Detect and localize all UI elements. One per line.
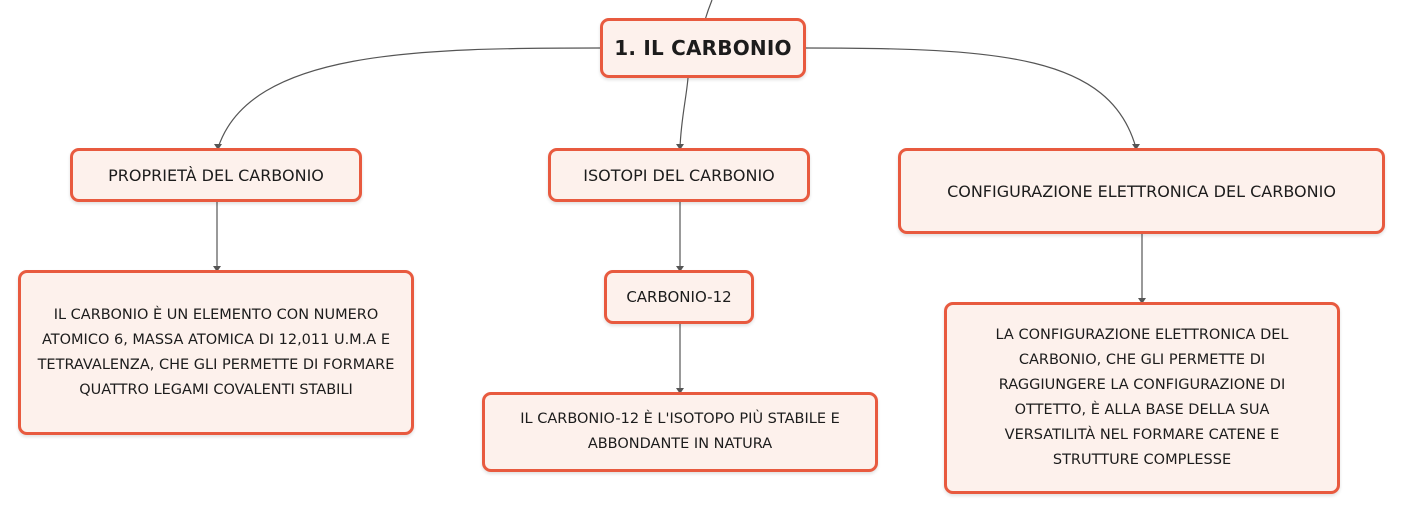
root-topic-node[interactable]: 1. IL CARBONIO [600,18,806,78]
connector-root-to-isotopi [679,77,689,149]
detail-carbonio-12-node[interactable]: IL CARBONIO-12 È L'ISOTOPO PIÙ STABILE E… [482,392,878,472]
branch-configurazione-node[interactable]: CONFIGURAZIONE ELETTRONICA DEL CARBONIO [898,148,1385,234]
branch-proprieta-node[interactable]: PROPRIETÀ DEL CARBONIO [70,148,362,202]
detail-configurazione-text: LA CONFIGURAZIONE ELETTRONICA DEL CARBON… [995,327,1289,468]
subtopic-carbonio-12-node[interactable]: CARBONIO-12 [604,270,754,324]
detail-proprieta-text: IL CARBONIO È UN ELEMENTO CON NUMERO ATO… [37,306,395,398]
detail-carbonio-12-text: IL CARBONIO-12 È L'ISOTOPO PIÙ STABILE E… [520,411,840,452]
detail-proprieta-node[interactable]: IL CARBONIO È UN ELEMENTO CON NUMERO ATO… [18,270,414,435]
branch-isotopi-label: ISOTOPI DEL CARBONIO [583,165,775,185]
detail-configurazione-node[interactable]: LA CONFIGURAZIONE ELETTRONICA DEL CARBON… [944,302,1340,494]
connector-root-to-configurazione [805,47,1137,149]
arrowhead [676,144,684,150]
branch-isotopi-node[interactable]: ISOTOPI DEL CARBONIO [548,148,810,202]
arrowhead [213,266,221,272]
connector-root-to-proprieta [217,47,601,149]
arrowhead [676,266,684,272]
subtopic-carbonio-12-label: CARBONIO-12 [626,288,732,306]
branch-proprieta-label: PROPRIETÀ DEL CARBONIO [108,165,324,185]
connector-parent-to-root [704,0,713,21]
arrowhead [676,388,684,394]
arrowhead [1132,144,1140,150]
arrowhead [1138,298,1146,304]
arrowhead [214,144,222,150]
root-topic-label: 1. IL CARBONIO [614,36,792,60]
branch-configurazione-label: CONFIGURAZIONE ELETTRONICA DEL CARBONIO [947,181,1336,201]
